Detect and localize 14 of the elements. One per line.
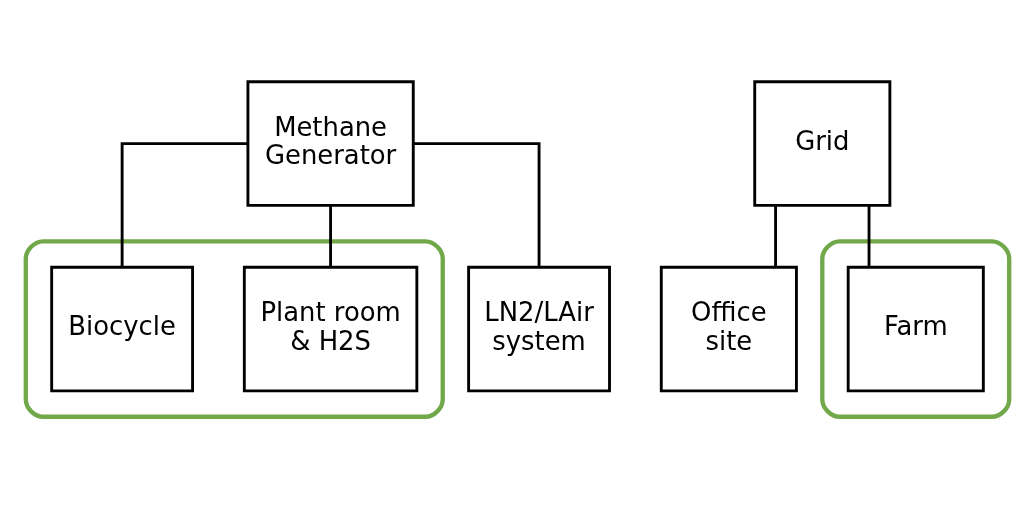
connector	[774, 205, 778, 267]
node-box: Plant room & H2S	[242, 265, 419, 393]
node-box: Farm	[846, 265, 985, 393]
node-box: Office site	[659, 265, 798, 393]
cluster	[820, 239, 1012, 419]
cluster	[23, 239, 445, 419]
node-box: Biocycle	[50, 265, 194, 393]
node-box: LN2/LAir system	[467, 265, 611, 393]
connector	[413, 142, 541, 267]
connector	[120, 142, 248, 267]
connector	[329, 205, 333, 267]
node-box: Grid	[753, 80, 892, 207]
connector	[867, 205, 871, 267]
node-box: Methane Generator	[246, 80, 415, 207]
